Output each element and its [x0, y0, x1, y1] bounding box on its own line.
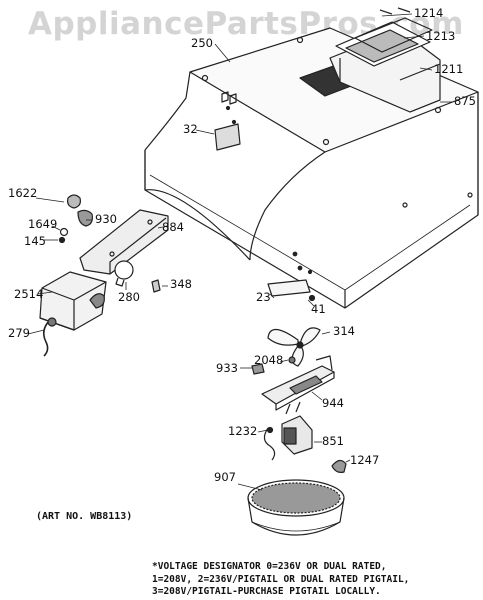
- light-bracket: [79, 209, 169, 275]
- voltage-note-line-1: *VOLTAGE DESIGNATOR 0=236V OR DUAL RATED…: [152, 561, 387, 572]
- part-label-314: 314: [333, 324, 355, 338]
- voltage-note: *VOLTAGE DESIGNATOR 0=236V OR DUAL RATED…: [152, 561, 409, 599]
- part-label-1649: 1649: [28, 217, 58, 231]
- part-label-851: 851: [322, 434, 344, 448]
- part-label-1213: 1213: [426, 29, 456, 43]
- power-cord: [42, 319, 51, 357]
- part-label-907: 907: [214, 470, 236, 484]
- nut-2048: [288, 356, 296, 364]
- clip-1247: [331, 459, 347, 473]
- part-label-1232: 1232: [228, 424, 258, 438]
- part-label-32: 32: [183, 122, 198, 136]
- leader-lines: [27, 13, 452, 491]
- part-label-250: 250: [191, 36, 213, 50]
- art-number: (ART NO. WB8113): [36, 511, 133, 522]
- part-label-1211: 1211: [434, 62, 464, 76]
- voltage-note-line-2: 1=208V, 2=236V/PIGTAIL OR DUAL RATED PIG…: [152, 573, 410, 585]
- fan-blade: [267, 327, 321, 367]
- lens-panel: [267, 279, 311, 297]
- part-label-41: 41: [311, 302, 326, 316]
- voltage-note-line-3: 3=208V/PIGTAIL-PURCHASE PIGTAIL LOCALLY.: [152, 586, 381, 597]
- screw-41: [308, 294, 316, 302]
- part-label-145: 145: [24, 234, 46, 248]
- socket-hardware: [58, 194, 93, 244]
- part-label-348: 348: [170, 277, 192, 291]
- part-label-23: 23: [256, 290, 271, 304]
- grommet-933: [251, 363, 265, 375]
- part-label-2048: 2048: [254, 353, 284, 367]
- part-label-944: 944: [322, 396, 344, 410]
- part-label-930: 930: [95, 212, 117, 226]
- part-label-1214: 1214: [414, 6, 444, 20]
- part-label-875: 875: [454, 94, 476, 108]
- fan-motor: [263, 401, 313, 461]
- part-label-2514: 2514: [14, 287, 44, 301]
- part-label-279: 279: [8, 326, 30, 340]
- part-label-1247: 1247: [350, 453, 380, 467]
- damper-assembly: [329, 7, 441, 113]
- part-label-280: 280: [118, 290, 140, 304]
- clip-part: [151, 279, 161, 293]
- junction-box: [39, 271, 107, 331]
- part-label-1622: 1622: [8, 186, 38, 200]
- light-bulb: [114, 260, 134, 287]
- grease-filter: [247, 479, 345, 536]
- part-label-933: 933: [216, 361, 238, 375]
- motor-mount: [261, 355, 335, 411]
- part-label-884: 884: [162, 220, 184, 234]
